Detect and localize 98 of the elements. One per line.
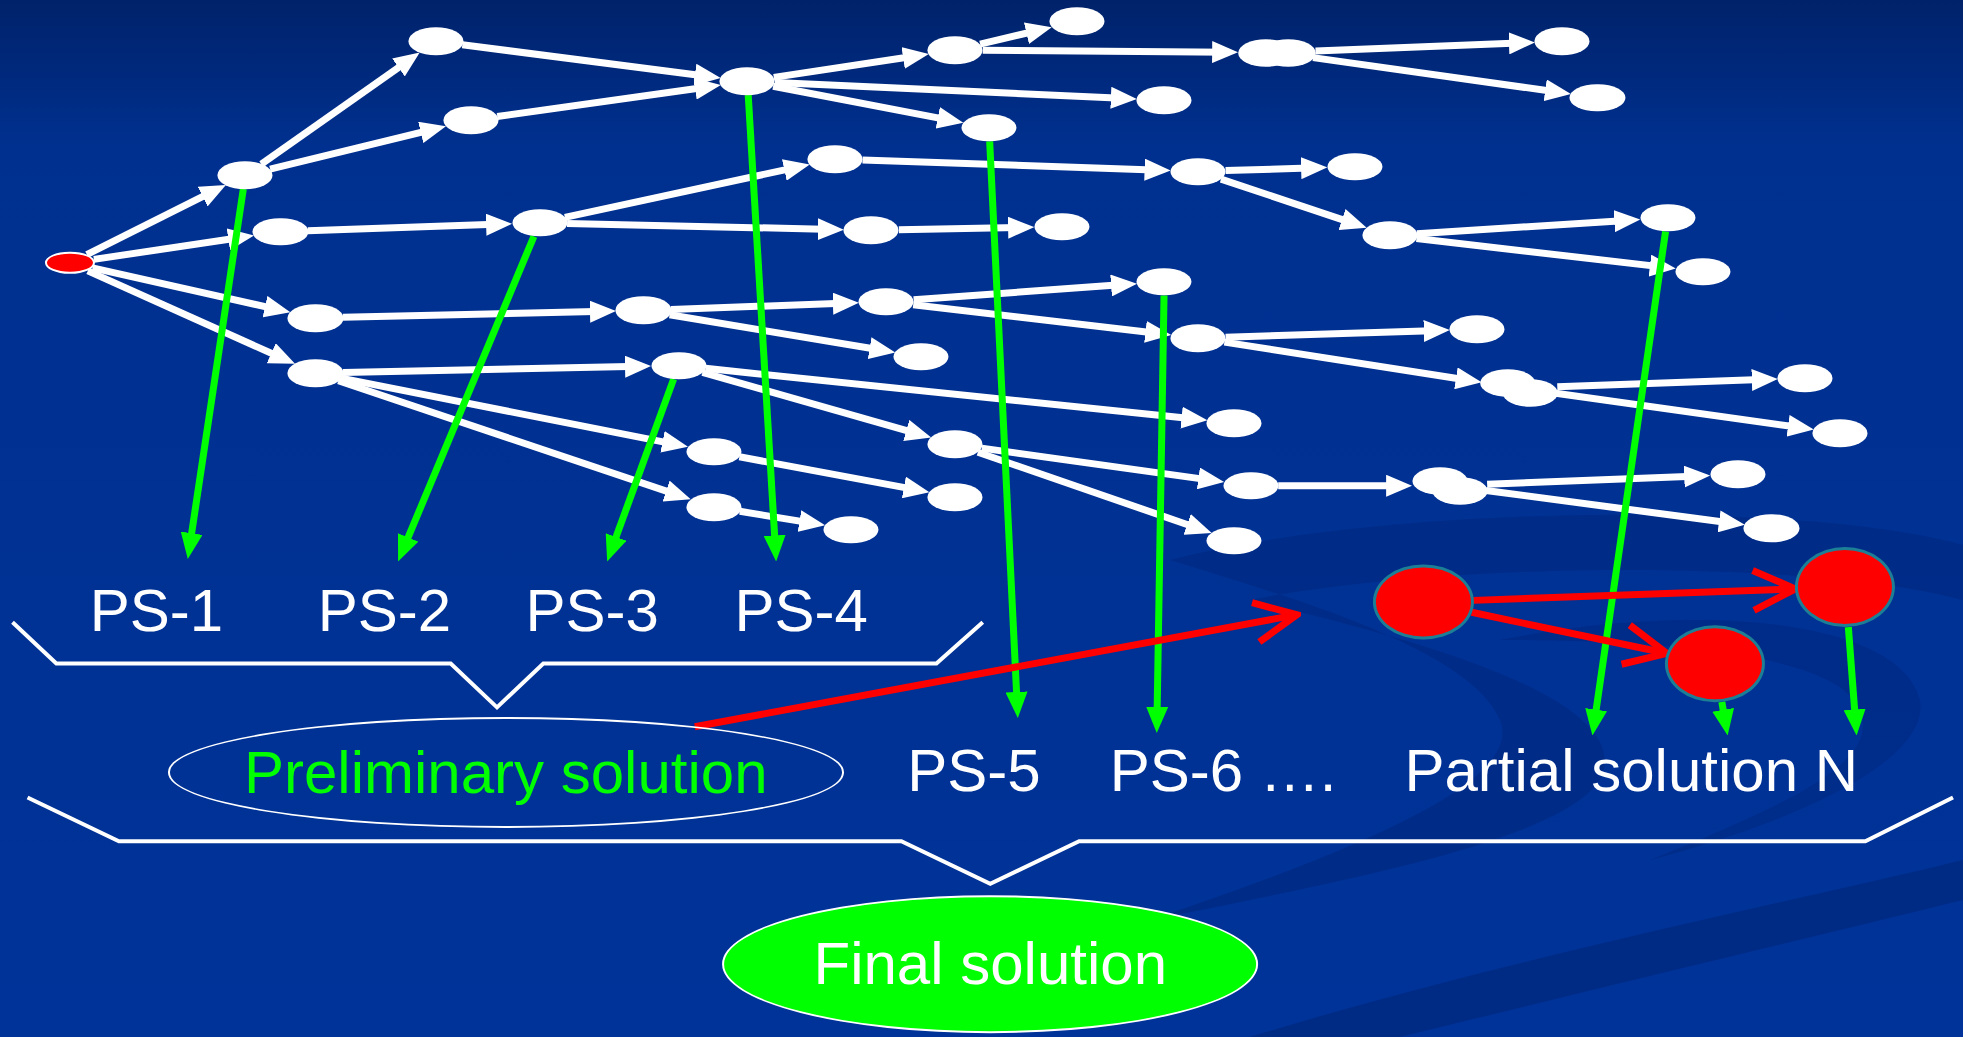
- ellipse-node: [252, 217, 308, 246]
- ellipse-node: [1812, 419, 1868, 447]
- arrow: [1312, 54, 1571, 102]
- arrow: [669, 311, 896, 359]
- node-text: PS-2: [317, 575, 451, 645]
- node-text: PS-5: [907, 735, 1041, 805]
- arrow: [259, 52, 420, 167]
- arrow: [1487, 465, 1711, 488]
- ellipse-node: [287, 359, 343, 387]
- node-text: PS-3: [525, 575, 659, 645]
- ellipse-node: [1777, 364, 1833, 392]
- arrow: [342, 300, 616, 323]
- ellipse-node: [1362, 221, 1418, 250]
- arrow: [461, 41, 721, 86]
- double-ellipse-node: [1238, 38, 1316, 67]
- arrow: [1555, 389, 1814, 437]
- ellipse-node: [1206, 409, 1262, 437]
- arrow: [739, 507, 826, 532]
- arrow: [738, 453, 930, 499]
- ellipse-node: [927, 430, 983, 459]
- ellipse-node: [893, 343, 949, 371]
- arrow: [93, 228, 255, 263]
- arrow: [986, 141, 1028, 718]
- ellipse-node: [686, 493, 742, 521]
- ellipse-node: [686, 438, 742, 466]
- arrow: [567, 218, 844, 241]
- arrow: [564, 159, 810, 221]
- arrow: [744, 94, 786, 562]
- arrow: [670, 292, 859, 315]
- ellipse-node: [1170, 324, 1226, 352]
- ellipse-node: [1569, 83, 1625, 112]
- ellipse-node: [927, 483, 983, 511]
- node-text: PS-6 ….: [1109, 735, 1337, 805]
- arrow: [307, 213, 513, 236]
- arrow: [342, 355, 651, 378]
- ellipse-node: [823, 515, 879, 544]
- arrow: [913, 274, 1137, 304]
- arrow: [1223, 338, 1482, 390]
- arrow: [1712, 701, 1734, 736]
- ellipse-node: [512, 209, 568, 237]
- ellipse-node: [443, 106, 499, 134]
- ellipse-node: [719, 67, 775, 96]
- arrow: [774, 79, 1137, 109]
- double-ellipse-node: [1412, 466, 1488, 505]
- arrow: [912, 301, 1172, 343]
- arrow: [1416, 235, 1676, 277]
- node-text: Partial solution N: [1404, 735, 1858, 805]
- arrow: [705, 364, 1208, 429]
- ellipse-node: [807, 145, 863, 173]
- arrow: [981, 444, 1225, 490]
- arrow: [85, 185, 226, 258]
- ellipse-node: [1449, 315, 1505, 343]
- node-text: PS-4: [734, 575, 868, 645]
- ellipse-node: [1206, 527, 1262, 555]
- arrow: [976, 448, 1212, 535]
- arrow: [180, 188, 247, 559]
- ellipse-node: [217, 161, 273, 190]
- ellipse-node: [1136, 86, 1192, 114]
- ellipse-node: [1640, 204, 1696, 232]
- ellipse-node: [1049, 7, 1105, 36]
- arrow: [1219, 175, 1367, 230]
- arrow: [340, 374, 688, 453]
- arrow: [701, 369, 932, 442]
- ellipse-node: [1170, 157, 1226, 186]
- arrow: [397, 234, 538, 562]
- ellipse-node: [927, 36, 983, 64]
- arrow: [898, 216, 1035, 239]
- ellipse-node: [167, 717, 844, 828]
- arrow: [1315, 32, 1535, 55]
- arrow: [1843, 626, 1866, 736]
- node-text: PS-1: [89, 575, 224, 645]
- ellipse-node: [408, 27, 464, 56]
- arrow: [91, 264, 291, 318]
- node-text: Preliminary solution: [244, 737, 768, 807]
- arrow: [862, 156, 1171, 181]
- arrow: [496, 77, 721, 120]
- arrow: [1225, 319, 1450, 342]
- ellipse-node: [287, 304, 343, 332]
- arrow: [605, 377, 677, 562]
- arrow: [1585, 231, 1669, 736]
- arrow: [979, 22, 1052, 48]
- arrow: [1416, 210, 1641, 238]
- node-text: Final solution: [813, 929, 1167, 999]
- arrow: [982, 41, 1239, 64]
- arrow: [1225, 157, 1328, 180]
- arrow: [773, 47, 929, 81]
- arrow: [1485, 487, 1745, 533]
- arrow: [1146, 295, 1169, 733]
- arrow: [269, 121, 446, 173]
- arrow: [1557, 368, 1778, 391]
- arrow: [694, 599, 1301, 731]
- arrow: [772, 82, 964, 129]
- double-ellipse-node: [1479, 369, 1558, 407]
- arrow: [337, 377, 691, 502]
- arrow: [1278, 474, 1413, 497]
- start-node: [45, 251, 96, 275]
- ellipse-node: [961, 113, 1017, 142]
- ellipse-node: [1743, 514, 1799, 543]
